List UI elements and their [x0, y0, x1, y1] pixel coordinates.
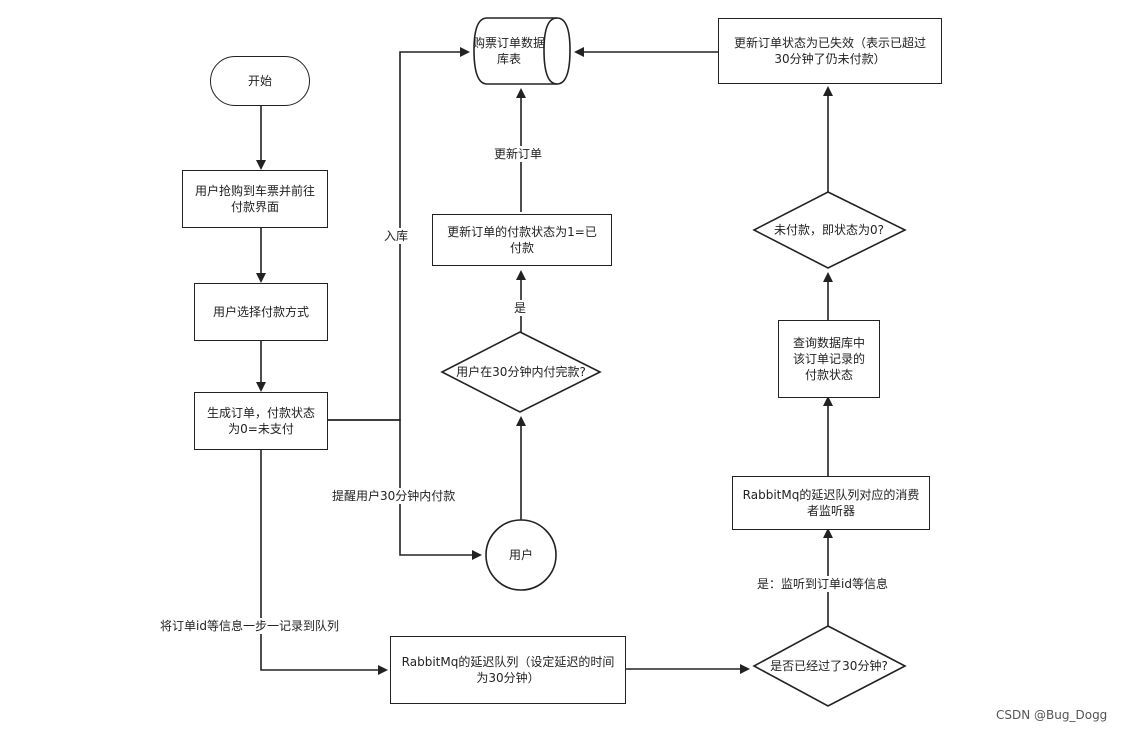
edge-label-update-order: 更新订单: [494, 146, 543, 162]
delay-queue-label: RabbitMq的延迟队列（设定延迟的时间为30分钟）: [401, 655, 615, 685]
watermark: CSDN @Bug_Dogg: [996, 708, 1108, 722]
consumer-label: RabbitMq的延迟队列对应的消费者监听器: [742, 488, 920, 518]
edge-label-store: 入库: [384, 228, 409, 244]
start-node: 开始: [210, 56, 310, 106]
choose-payment-label: 用户选择付款方式: [212, 305, 309, 319]
user-label: 用户: [508, 548, 533, 562]
ticket-db-node: 购票订单数据库表: [470, 22, 548, 80]
delay-queue-node: RabbitMq的延迟队列（设定延迟的时间为30分钟）: [390, 636, 626, 704]
query-db-node: 查询数据库中该订单记录的付款状态: [778, 320, 880, 398]
ticket-db-label: 购票订单数据库表: [472, 36, 545, 66]
update-paid-label: 更新订单的付款状态为1=已付款: [447, 225, 597, 255]
choose-payment-node: 用户选择付款方式: [194, 283, 328, 341]
edge-label-yes-listened: 是：监听到订单id等信息: [757, 576, 888, 592]
consumer-node: RabbitMq的延迟队列对应的消费者监听器: [732, 476, 930, 530]
diamond-unpaid-check: [752, 191, 907, 269]
grab-ticket-node: 用户抢购到车票并前往付款界面: [182, 170, 328, 228]
create-order-label: 生成订单，付款状态为0=未支付: [206, 406, 315, 436]
mark-expired-node: 更新订单状态为已失效（表示已超过30分钟了仍未付款）: [718, 18, 942, 84]
diamond-paid-in-30: [440, 331, 602, 413]
past-30-node: 是否已经过了30分钟?: [764, 646, 894, 686]
start-label: 开始: [247, 74, 272, 88]
update-paid-node: 更新订单的付款状态为1=已付款: [432, 214, 612, 266]
grab-ticket-label: 用户抢购到车票并前往付款界面: [194, 184, 315, 214]
paid-in-30-node: 用户在30分钟内付完款?: [456, 352, 586, 392]
edge-label-record-queue: 将订单id等信息一步一记录到队列: [160, 618, 339, 634]
query-db-label: 查询数据库中该订单记录的付款状态: [792, 336, 865, 382]
create-order-node: 生成订单，付款状态为0=未支付: [194, 392, 328, 450]
paid-in-30-label: 用户在30分钟内付完款?: [456, 365, 586, 379]
edge-label-remind: 提醒用户30分钟内付款: [332, 488, 456, 504]
unpaid-check-label: 未付款，即状态为0?: [773, 223, 884, 237]
database-cylinder-shape: [473, 17, 571, 85]
edge-label-yes: 是: [514, 300, 527, 316]
diamond-past-30: [752, 625, 907, 707]
mark-expired-label: 更新订单状态为已失效（表示已超过30分钟了仍未付款）: [733, 36, 926, 66]
user-node: 用户: [486, 540, 556, 570]
past-30-label: 是否已经过了30分钟?: [770, 659, 888, 673]
unpaid-check-node: 未付款，即状态为0?: [764, 210, 894, 250]
